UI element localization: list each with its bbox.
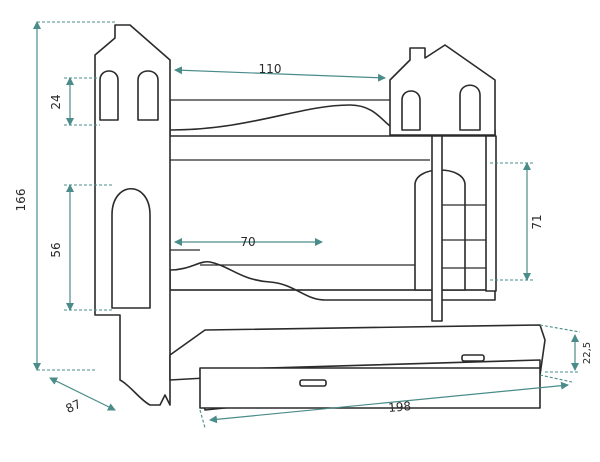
left-window-2 [137,70,159,121]
label-top-bed-length: 110 [259,62,282,76]
label-total-length: 198 [388,399,412,415]
ladder [431,135,497,322]
right-window-2 [459,84,481,131]
label-ladder-height: 71 [530,214,544,229]
label-drawer-height: 22,5 [582,342,593,364]
left-arch-opening [111,188,151,309]
left-window-1 [99,70,119,121]
drawer [169,324,546,411]
label-total-height: 166 [14,189,28,212]
left-castle-panel [94,24,171,406]
dimension-labels: 110 70 198 166 24 56 71 22,5 87 [14,62,593,416]
right-castle-panel [389,44,496,291]
label-depth: 87 [63,397,83,416]
right-window-1 [401,90,421,131]
label-arch-height: 56 [49,242,63,257]
drawer-handle [299,379,327,387]
label-bottom-bed-length: 70 [240,235,255,249]
label-window-height: 24 [49,94,63,109]
drawer-handle-back [461,354,485,362]
dimension-lines [33,21,581,429]
